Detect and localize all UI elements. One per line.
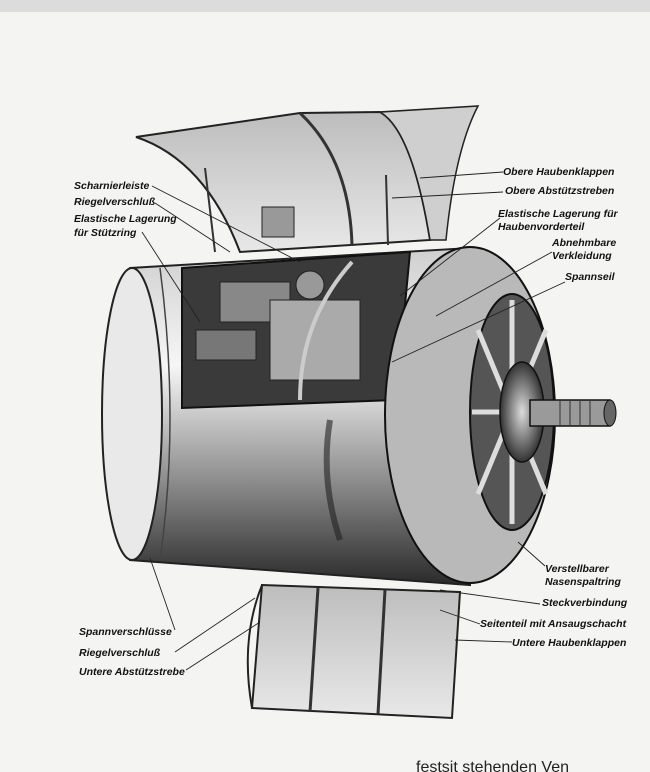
label-untere-haubenklappen: Untere Haubenklappen (512, 637, 626, 649)
leader-lines (141, 171, 566, 671)
label-verstellbarer-nasenspaltring-1: Verstellbarer (545, 563, 610, 575)
label-verstellbarer-nasenspaltring-2: Nasenspaltring (545, 576, 621, 588)
label-abnehmbare-verkleidung-2: Verkleidung (552, 250, 612, 262)
lower-cowl-flaps (246, 583, 462, 720)
page-top-stripe (0, 0, 650, 12)
label-riegelverschluss-top: Riegelverschluß (74, 196, 156, 208)
label-steckverbindung: Steckverbindung (542, 597, 628, 609)
label-elastische-lagerung-haube-2: Haubenvorderteil (498, 221, 585, 233)
label-riegelverschluss-bottom: Riegelverschluß (79, 647, 161, 659)
propeller-shaft (529, 399, 617, 427)
label-elastische-lagerung-stuetzring-1: Elastische Lagerung (74, 213, 177, 225)
footer-text-fragment: festsit stehenden Ven (416, 759, 569, 772)
engine-bay (181, 250, 412, 410)
label-abnehmbare-verkleidung-1: Abnehmbare (551, 237, 616, 249)
label-elastische-lagerung-stuetzring-2: für Stützring (74, 227, 137, 239)
label-untere-abstuetzstrebe: Untere Abstützstrebe (79, 666, 185, 678)
label-obere-haubenklappen: Obere Haubenklappen (503, 166, 614, 178)
label-spannverschluesse: Spannverschlüsse (79, 626, 172, 638)
callout-labels: Scharnierleiste Riegelverschluß Elastisc… (74, 166, 628, 678)
upper-cowl-flaps (135, 105, 480, 254)
label-spannseil: Spannseil (565, 271, 616, 283)
label-obere-abstuetzstreben: Obere Abstützstreben (505, 185, 614, 197)
label-elastische-lagerung-haube-1: Elastische Lagerung für (498, 208, 619, 220)
label-seitenteil-ansaugschacht: Seitenteil mit Ansaugschacht (480, 618, 627, 630)
label-scharnierleiste: Scharnierleiste (74, 180, 149, 192)
front-nose-ring (384, 246, 556, 584)
